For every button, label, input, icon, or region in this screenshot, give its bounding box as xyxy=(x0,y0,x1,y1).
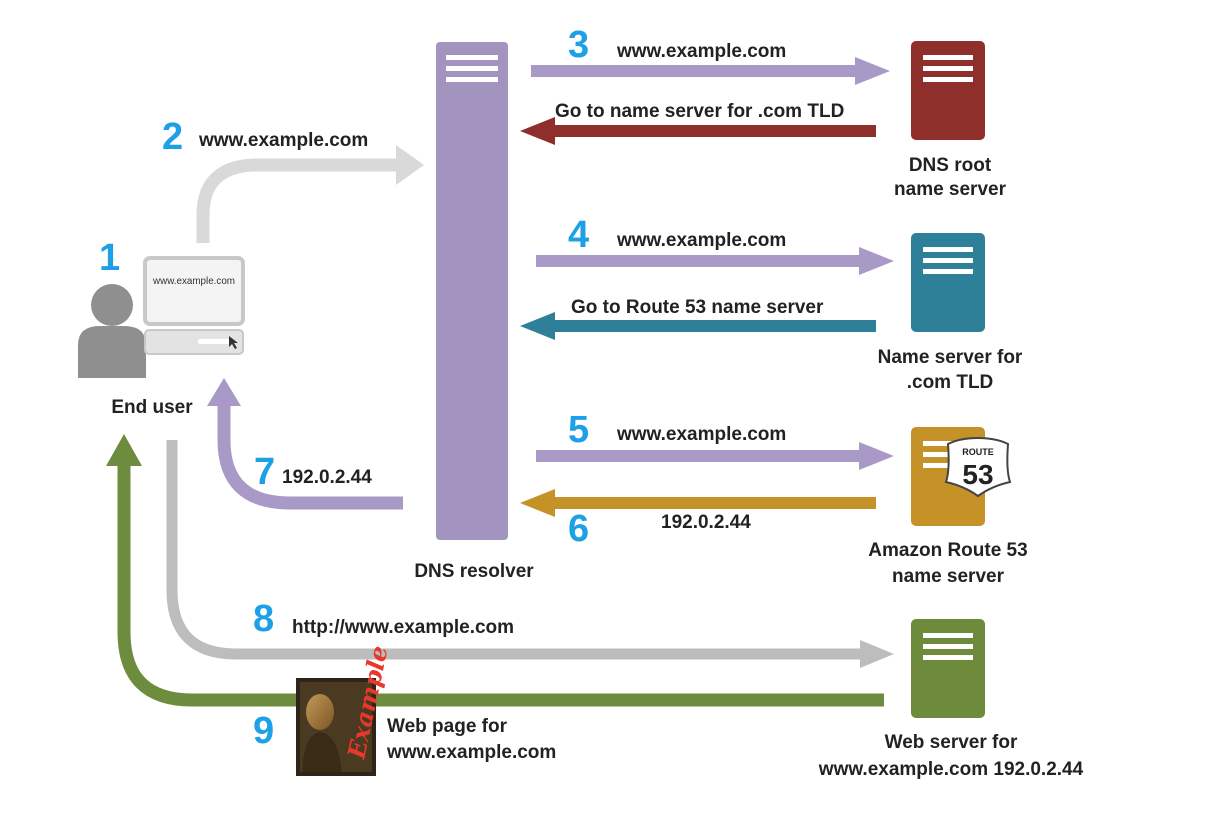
step-4-arrow-shaft xyxy=(536,255,861,267)
step-4-number: 4 xyxy=(568,214,589,256)
tld-name-server: Name server for .com TLD xyxy=(878,233,1023,393)
step-5-arrow-head xyxy=(859,442,894,470)
person-icon xyxy=(78,284,146,378)
step-2-label: www.example.com xyxy=(198,130,368,151)
step-3-label: www.example.com xyxy=(616,41,786,62)
step-4-reply-label: Go to Route 53 name server xyxy=(571,297,824,318)
tld-server-label-line1: Name server for xyxy=(878,347,1023,368)
step-7-arrow-head xyxy=(207,378,241,406)
step-7: 7 192.0.2.44 xyxy=(207,378,403,510)
step-8-label: http://www.example.com xyxy=(292,617,514,638)
step-6-label: 192.0.2.44 xyxy=(661,512,751,533)
step-6-arrow-head xyxy=(520,489,555,517)
step-4-reply-arrow-shaft xyxy=(553,320,876,332)
step-2-arrow-shaft xyxy=(196,158,398,243)
step-8-number: 8 xyxy=(253,598,274,640)
step-2-arrow-head xyxy=(396,145,424,185)
tld-server-icon xyxy=(911,233,985,332)
step-4-reply-arrow-head xyxy=(520,312,555,340)
step-8: 8 http://www.example.com xyxy=(166,440,894,668)
route53-badge-number: 53 xyxy=(962,459,993,490)
step-4-label: www.example.com xyxy=(616,230,786,251)
step-3-arrow-head xyxy=(855,57,890,85)
step-3-reply-label: Go to name server for .com TLD xyxy=(555,101,844,122)
step-8-arrow-head xyxy=(860,640,894,668)
step-9-number: 9 xyxy=(253,710,274,752)
root-server-label-line1: DNS root xyxy=(909,155,992,176)
step-9: 9 Example Web page for www.example.com xyxy=(106,434,884,776)
web-server-label-line1: Web server for xyxy=(885,732,1018,753)
step-2-number: 2 xyxy=(162,116,183,158)
computer-icon: www.example.com xyxy=(143,256,245,355)
step-6: 6 192.0.2.44 xyxy=(520,489,876,550)
step-3-reply-arrow-head xyxy=(520,117,555,145)
step-6-arrow-shaft xyxy=(553,497,876,509)
step-3-number: 3 xyxy=(568,24,589,66)
keyboard xyxy=(144,329,244,355)
step-2: 2 www.example.com xyxy=(162,116,424,243)
step-9-label-line2: www.example.com xyxy=(386,742,556,763)
step-7-number: 7 xyxy=(254,451,275,493)
step-9-arrow-head xyxy=(106,434,142,466)
keyboard-slot xyxy=(198,339,230,344)
dns-resolver-label: DNS resolver xyxy=(414,561,534,582)
route53-badge-top: ROUTE xyxy=(962,447,994,457)
step-4-arrow-head xyxy=(859,247,894,275)
step-5-number: 5 xyxy=(568,409,589,451)
root-server-icon xyxy=(911,41,985,140)
root-server-label-line2: name server xyxy=(894,179,1007,200)
end-user: 1 www.example.com End user xyxy=(78,237,245,418)
step-6-number: 6 xyxy=(568,508,589,550)
end-user-label: End user xyxy=(111,397,193,418)
route53-server-label-line1: Amazon Route 53 xyxy=(868,540,1027,561)
dns-resolver-tower xyxy=(436,42,508,540)
route53-name-server: ROUTE 53 Amazon Route 53 name server xyxy=(868,427,1028,587)
step-8-arrow-shaft xyxy=(166,440,862,660)
dns-resolver: DNS resolver xyxy=(414,42,534,582)
step-1-number: 1 xyxy=(99,237,120,279)
step-3: 3 www.example.com Go to name server for … xyxy=(520,24,890,145)
step-5-arrow-shaft xyxy=(536,450,861,462)
web-server-icon xyxy=(911,619,985,718)
web-page-thumbnail: Example xyxy=(296,643,394,776)
monitor-screen-text: www.example.com xyxy=(152,276,235,287)
step-4: 4 www.example.com Go to Route 53 name se… xyxy=(520,214,894,340)
step-7-arrow-shaft xyxy=(217,400,403,510)
route53-server-label-line2: name server xyxy=(892,566,1005,587)
monitor xyxy=(143,256,245,326)
tld-server-label-line2: .com TLD xyxy=(907,372,994,393)
step-9-label-line1: Web page for xyxy=(387,716,508,737)
step-7-label: 192.0.2.44 xyxy=(282,467,372,488)
step-9-arrow-shaft xyxy=(117,464,884,707)
step-5-label: www.example.com xyxy=(616,424,786,445)
mouse-cursor-icon xyxy=(229,336,238,349)
dns-root-name-server: DNS root name server xyxy=(894,41,1007,200)
web-server-label-line2: www.example.com 192.0.2.44 xyxy=(818,759,1084,780)
step-5: 5 www.example.com xyxy=(536,409,894,470)
step-3-reply-arrow-shaft xyxy=(553,125,876,137)
web-server: Web server for www.example.com 192.0.2.4… xyxy=(818,619,1084,780)
route53-shield-icon: ROUTE 53 xyxy=(944,436,1012,498)
step-3-arrow-shaft xyxy=(531,65,857,77)
